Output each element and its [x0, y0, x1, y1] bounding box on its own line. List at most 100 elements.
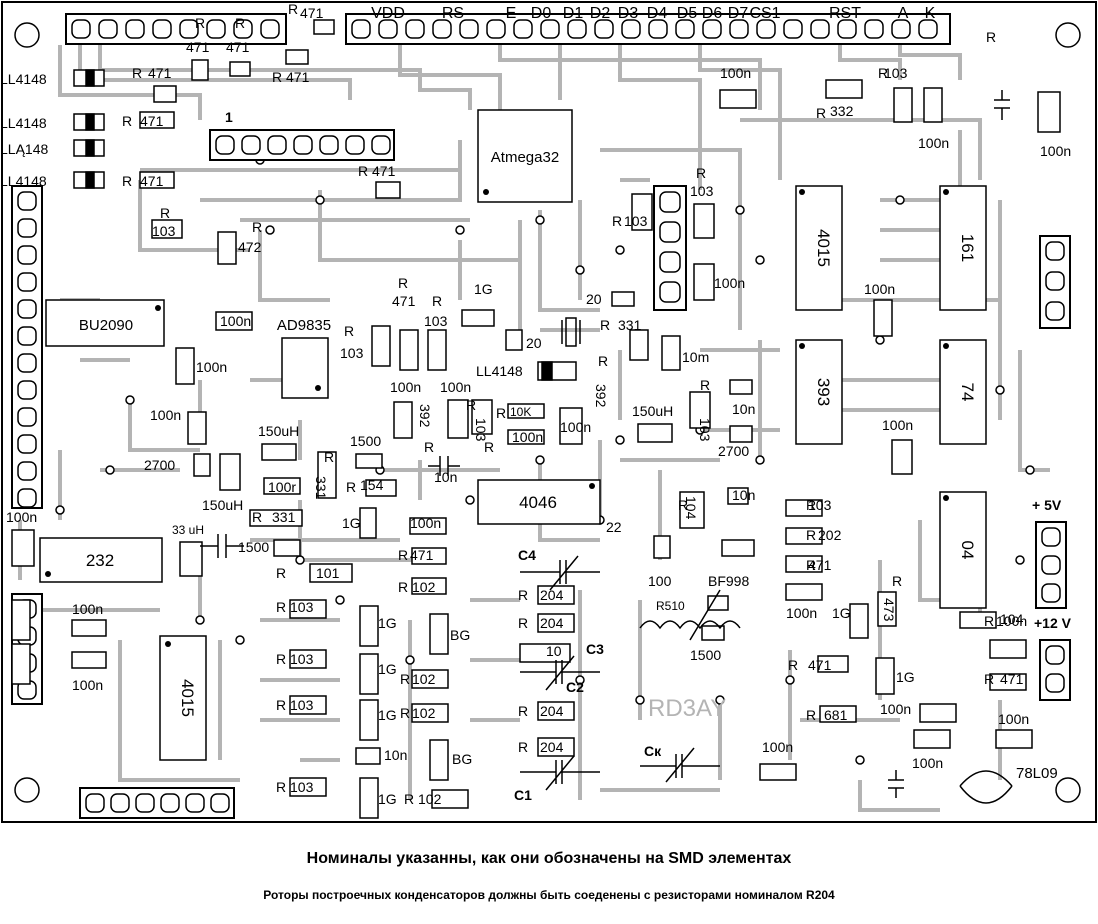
smd-pad	[289, 695, 327, 715]
component-value: 100n	[196, 359, 227, 375]
component-value: 150uH	[202, 497, 243, 513]
component-value: 100n	[440, 379, 471, 395]
smd-pad	[359, 653, 379, 695]
ref-designator: R	[276, 697, 286, 713]
ref-designator: R	[358, 163, 368, 179]
smd-pad	[893, 87, 913, 123]
pin-pad	[185, 793, 205, 813]
smd-pad	[629, 329, 649, 361]
transistor-label: BF998	[708, 573, 749, 589]
connector-label: CS1	[749, 5, 780, 22]
chip-label-4046: 4046	[519, 493, 557, 512]
smd-pad	[989, 639, 1027, 659]
pin-pad	[110, 793, 130, 813]
chip-label-232: 232	[86, 551, 114, 570]
smd-pad	[359, 699, 379, 741]
connector-pins	[17, 19, 1065, 813]
pin-pad	[345, 135, 365, 155]
pin-pad	[267, 135, 287, 155]
connector-label: D2	[590, 5, 611, 22]
component-value: 33 uH	[172, 523, 204, 537]
pin-pad	[756, 19, 776, 39]
chip-74	[939, 339, 987, 445]
component-value: BG	[452, 751, 472, 767]
component-value: 10n	[732, 401, 755, 417]
ref-designator: R	[878, 65, 888, 81]
smd-pad	[359, 605, 379, 647]
smd-pad	[11, 643, 31, 685]
component-value: 150uH	[632, 403, 673, 419]
smd-pad	[817, 655, 849, 673]
pin-pad	[17, 407, 37, 427]
component-value: 103	[697, 418, 713, 442]
component-value: 204	[540, 615, 564, 631]
chip-bu2090	[45, 299, 165, 347]
component-value: 2700	[144, 457, 175, 473]
ref-designator: R	[252, 509, 262, 525]
smd-pad	[71, 651, 107, 669]
smd-pad	[873, 299, 893, 337]
smd-pad	[507, 403, 545, 419]
smd-pad	[519, 643, 571, 663]
component-value: 1G	[378, 707, 397, 723]
smd-pad	[313, 19, 335, 35]
component-value: 681	[824, 707, 848, 723]
pin-pad	[621, 19, 641, 39]
smd-pad	[1037, 91, 1061, 133]
pin-pad	[179, 19, 199, 39]
ref-designator: R	[398, 547, 408, 563]
trimmer-c3-label: C3	[586, 641, 604, 657]
smd-pad	[431, 789, 469, 809]
chip-232	[39, 537, 163, 583]
component-value: 100n	[390, 379, 421, 395]
component-value: 22	[606, 519, 622, 535]
ref-designator: R	[288, 1, 298, 17]
pin-pad	[405, 19, 425, 39]
symbols	[200, 90, 1013, 804]
pcb-board: VDDRSED0D1D2D3D4D5D6D7CS1RSTAKAtmega32BU…	[0, 1, 1097, 823]
component-value: 471	[286, 69, 310, 85]
component-value: 392	[593, 384, 609, 408]
connector-label: D1	[563, 5, 584, 22]
smd-pad	[429, 613, 449, 655]
smd-pad	[411, 703, 449, 723]
component-value: 100n	[786, 605, 817, 621]
smd-pad	[729, 379, 753, 395]
component-value: 103	[290, 651, 314, 667]
pin-pad	[17, 380, 37, 400]
connector-label: D7	[728, 5, 749, 22]
component-value: 102	[412, 671, 436, 687]
ref-designator: R	[466, 397, 476, 413]
chip-161	[939, 185, 987, 311]
smd-pad	[471, 399, 493, 435]
smd-pad	[187, 411, 207, 445]
smd-pad	[355, 747, 381, 765]
ref-designator: R	[518, 587, 528, 603]
component-value: 1G	[896, 669, 915, 685]
component-value: 100n	[880, 701, 911, 717]
diode-label: LL4148	[0, 115, 47, 131]
pin-pad	[71, 19, 91, 39]
smd-pad	[707, 595, 729, 611]
ref-designator: R	[122, 113, 132, 129]
pin-pad	[810, 19, 830, 39]
component-value: 20	[526, 335, 542, 351]
component-value: 1500	[350, 433, 381, 449]
component-value: 471	[140, 173, 164, 189]
component-value: 103	[290, 697, 314, 713]
component-value: 100n	[996, 613, 1027, 629]
ref-designator: R	[324, 449, 334, 465]
pin-pad	[293, 135, 313, 155]
regulator-label: 78L09	[1016, 765, 1058, 782]
pin-pad	[378, 19, 398, 39]
component-value: 104	[683, 496, 699, 520]
component-value: 100n	[72, 677, 103, 693]
smd-pad	[219, 453, 241, 491]
smd-pad	[923, 87, 943, 123]
pin-pad	[594, 19, 614, 39]
pin-pad	[783, 19, 803, 39]
smd-pad	[317, 451, 337, 499]
component-value: 100n	[714, 275, 745, 291]
connector-label: VDD	[371, 5, 405, 22]
chip-393	[795, 339, 843, 445]
